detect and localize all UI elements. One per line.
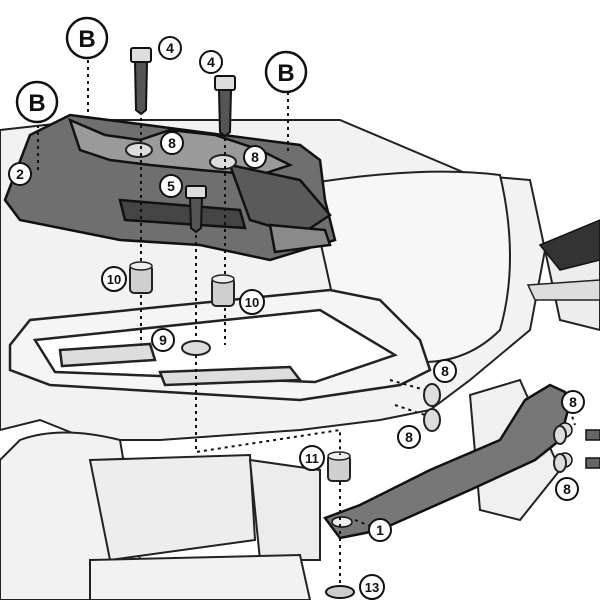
- callout-4b: 4: [199, 50, 223, 74]
- reference-mark-b-top: B: [65, 16, 109, 60]
- svg-text:B: B: [277, 60, 294, 87]
- callout-10b: 10: [239, 289, 265, 315]
- svg-text:8: 8: [441, 363, 449, 379]
- washer-9: [181, 340, 211, 356]
- svg-text:10: 10: [245, 295, 259, 310]
- reference-mark-b-right: B: [264, 50, 308, 94]
- washers-8: [125, 142, 237, 170]
- nut-13: [325, 585, 355, 599]
- callout-8e: 8: [561, 390, 585, 414]
- svg-text:8: 8: [251, 149, 259, 165]
- reference-mark-b-left: B: [15, 80, 59, 124]
- svg-text:4: 4: [166, 40, 174, 56]
- callout-13: 13: [359, 574, 385, 600]
- svg-text:8: 8: [405, 429, 413, 445]
- callout-8c: 8: [433, 359, 457, 383]
- svg-text:13: 13: [365, 580, 379, 595]
- callout-9: 9: [151, 328, 175, 352]
- callout-8a: 8: [160, 131, 184, 155]
- right-trim-panel: [526, 219, 600, 301]
- bolts: [130, 47, 236, 234]
- callout-8f: 8: [555, 477, 579, 501]
- callout-8b: 8: [243, 145, 267, 169]
- side-washers: [423, 383, 600, 473]
- svg-text:B: B: [78, 26, 95, 53]
- callout-8d: 8: [397, 425, 421, 449]
- callout-1: 1: [368, 518, 392, 542]
- svg-text:2: 2: [16, 166, 24, 182]
- svg-text:9: 9: [159, 332, 167, 348]
- svg-text:10: 10: [107, 272, 121, 287]
- callout-11: 11: [299, 445, 325, 471]
- luggage-rack: [8, 288, 432, 402]
- callout-2: 2: [8, 162, 32, 186]
- svg-text:4: 4: [207, 54, 215, 70]
- callout-10a: 10: [101, 266, 127, 292]
- svg-text:8: 8: [168, 135, 176, 151]
- svg-text:1: 1: [376, 522, 384, 538]
- spacers-10: [129, 261, 351, 482]
- callout-4a: 4: [158, 36, 182, 60]
- callout-5: 5: [159, 174, 183, 198]
- svg-text:8: 8: [563, 481, 571, 497]
- svg-text:11: 11: [305, 451, 319, 466]
- svg-text:8: 8: [569, 394, 577, 410]
- svg-text:B: B: [28, 90, 45, 117]
- svg-text:5: 5: [167, 178, 175, 194]
